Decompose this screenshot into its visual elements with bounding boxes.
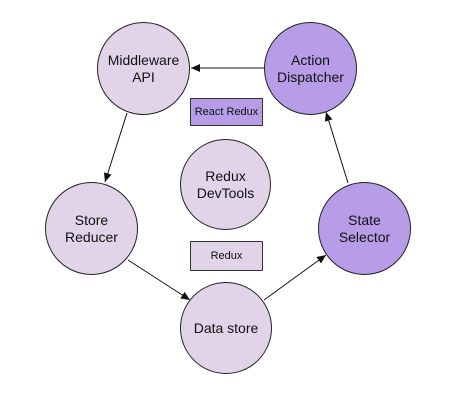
redux-label: Redux [210, 250, 243, 262]
middleware-api-node: Middleware API [97, 22, 190, 115]
state-selector-label: State Selector [338, 211, 391, 245]
data-store-node: Data store [180, 282, 272, 374]
arrow-selector-to-dispatcher [324, 111, 349, 184]
data-store-label: Data store [193, 319, 259, 336]
middleware-api-label: Middleware API [107, 51, 180, 85]
action-dispatcher-node: Action Dispatcher [264, 22, 357, 115]
redux-devtools-label: Redux DevTools [196, 167, 255, 201]
redux-label-box: Redux [190, 241, 263, 271]
arrow-reducer-to-datastore [127, 259, 191, 301]
store-reducer-label: Store Reducer [65, 211, 118, 245]
arrow-datastore-to-selector [263, 254, 327, 301]
store-reducer-node: Store Reducer [45, 182, 138, 275]
redux-devtools-node: Redux DevTools [180, 139, 271, 230]
arrow-middleware-to-reducer [103, 112, 128, 183]
state-selector-node: State Selector [318, 182, 411, 275]
action-dispatcher-label: Action Dispatcher [277, 51, 344, 85]
react-redux-label: React Redux [194, 106, 259, 118]
react-redux-label-box: React Redux [190, 98, 263, 126]
